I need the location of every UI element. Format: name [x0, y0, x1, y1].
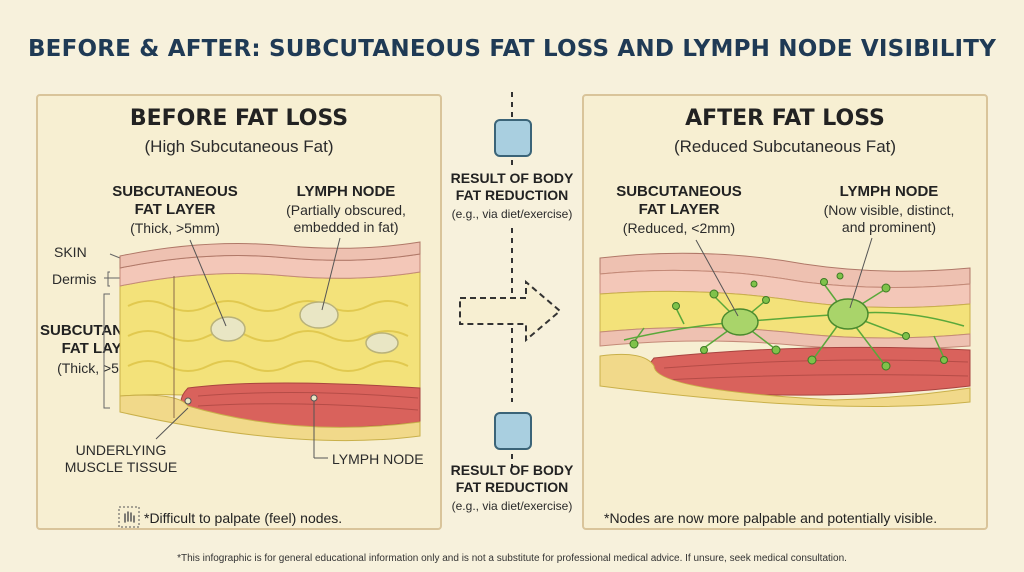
- after-node-label: LYMPH NODE: [839, 183, 939, 200]
- before-node-sub: (Partially obscured, embedded in fat): [266, 202, 426, 236]
- mid-sub-top: (e.g., via diet/exercise): [451, 207, 573, 221]
- before-fat-sub: (Thick, >5mm): [130, 220, 220, 236]
- after-fat-label: SUBCUTANEOUS FAT LAYER: [609, 183, 749, 219]
- mid-text-bottom-line1: RESULT OF BODY: [450, 462, 574, 478]
- mid-sub-bottom: (e.g., via diet/exercise): [451, 499, 573, 513]
- scale-icon: [494, 119, 532, 157]
- after-node-sub-line2: and prominent): [841, 219, 937, 235]
- mid-text-bottom-line2: FAT REDUCTION: [455, 479, 569, 495]
- arrow-right-icon: [459, 279, 562, 343]
- before-fat-label-line2: FAT LAYER: [134, 201, 216, 218]
- after-fat-sub: (Reduced, <2mm): [622, 220, 736, 236]
- skin-label: SKIN: [54, 244, 87, 260]
- footnote: *This infographic is for general educati…: [177, 553, 847, 564]
- hand-icon: [118, 506, 140, 528]
- before-fat-label: SUBCUTANEOUS FAT LAYER: [110, 183, 240, 219]
- before-note: *Difficult to palpate (feel) nodes.: [144, 510, 343, 526]
- after-node-sub-line1: (Now visible, distinct,: [823, 202, 955, 218]
- before-skin-diagram: [103, 237, 421, 459]
- scale-icon-2: [494, 412, 532, 450]
- after-note: *Nodes are now more palpable and potenti…: [604, 510, 938, 526]
- muscle-label-line1: UNDERLYING: [75, 442, 167, 458]
- before-subtitle: (High Subcutaneous Fat): [144, 137, 334, 156]
- after-panel: AFTER FAT LOSS (Reduced Subcutaneous Fat…: [582, 94, 988, 530]
- page-title: BEFORE & AFTER: SUBCUTANEOUS FAT LOSS AN…: [27, 36, 997, 62]
- muscle-label: UNDERLYING MUSCLE TISSUE: [56, 442, 186, 476]
- before-title: BEFORE FAT LOSS: [129, 106, 349, 131]
- mid-text-top-line1: RESULT OF BODY: [450, 170, 574, 186]
- before-node-sub-line2: embedded in fat): [293, 219, 399, 235]
- before-node-sub-line1: (Partially obscured,: [286, 202, 406, 218]
- after-subtitle: (Reduced Subcutaneous Fat): [673, 137, 897, 156]
- after-fat-label-line1: SUBCUTANEOUS: [616, 183, 742, 200]
- mid-text-top-line2: FAT REDUCTION: [455, 187, 569, 203]
- transition-graphics: [459, 92, 562, 468]
- after-skin-diagram: [599, 237, 971, 407]
- muscle-label-line2: MUSCLE TISSUE: [64, 459, 178, 475]
- before-node-label: LYMPH NODE: [296, 183, 396, 200]
- mid-text-bottom: RESULT OF BODY FAT REDUCTION: [437, 462, 587, 496]
- after-title: AFTER FAT LOSS: [685, 106, 885, 131]
- after-fat-label-line2: FAT LAYER: [638, 201, 720, 218]
- before-fat-label-line1: SUBCUTANEOUS: [112, 183, 238, 200]
- mid-text-top: RESULT OF BODY FAT REDUCTION: [437, 170, 587, 204]
- bottom-node-label: LYMPH NODE: [332, 451, 424, 467]
- after-node-sub: (Now visible, distinct, and prominent): [814, 202, 964, 236]
- before-panel: BEFORE FAT LOSS (High Subcutaneous Fat) …: [36, 94, 442, 530]
- dermis-label: Dermis: [52, 271, 97, 287]
